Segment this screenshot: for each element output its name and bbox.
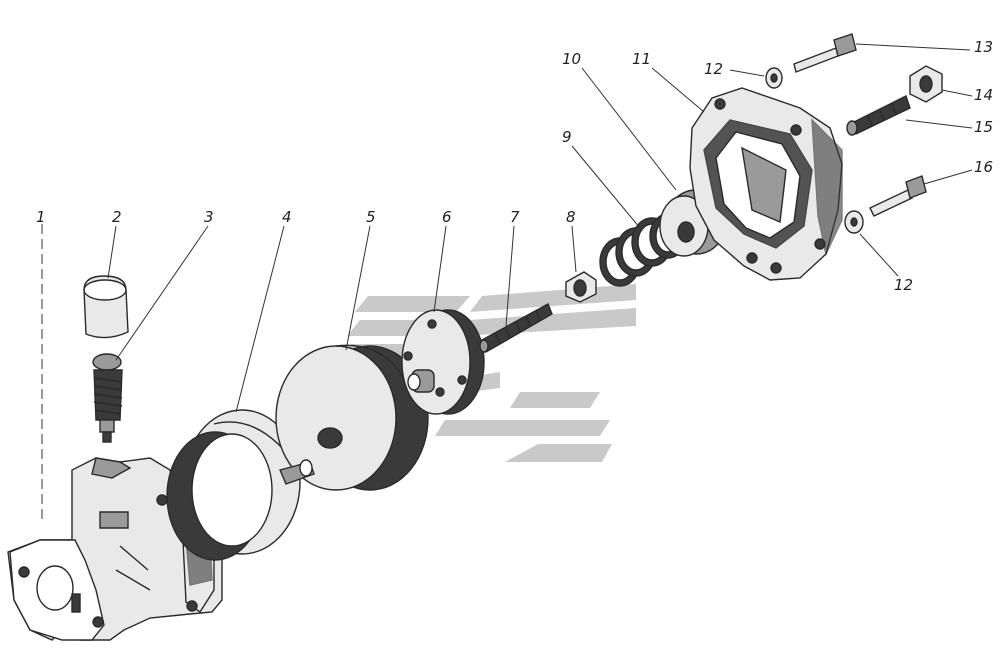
label-8: 8 [566,208,576,226]
bolt-icon [793,33,857,73]
valve-spring-icon [92,353,123,443]
bolt-icon [869,175,927,217]
label-7: 7 [510,208,520,226]
label-10: 10 [562,50,581,68]
label-11: 11 [632,50,651,68]
label-4: 4 [282,208,292,226]
label-1: 1 [36,208,46,226]
cap-icon [83,275,129,339]
label-15: 15 [974,118,993,136]
label-16: 16 [974,158,993,176]
label-14: 14 [974,86,993,104]
label-9: 9 [562,128,572,146]
label-12a: 12 [704,60,723,78]
flange-housing-icon [689,87,843,281]
label-2: 2 [112,208,122,226]
leader-lines [41,43,973,520]
nut-icon [565,271,597,303]
stud-icon [479,303,553,354]
ring-icon [166,409,301,561]
washer-icon [765,67,783,89]
label-5: 5 [366,208,376,226]
nut-icon [909,65,943,103]
label-6: 6 [442,208,452,226]
diaphragm-plate-icon [401,309,485,415]
label-12b: 12 [894,276,913,294]
stud-icon [846,95,911,136]
label-3: 3 [204,208,214,226]
label-13: 13 [974,38,993,56]
washer-icon [844,210,864,234]
cover-icon [275,344,429,491]
